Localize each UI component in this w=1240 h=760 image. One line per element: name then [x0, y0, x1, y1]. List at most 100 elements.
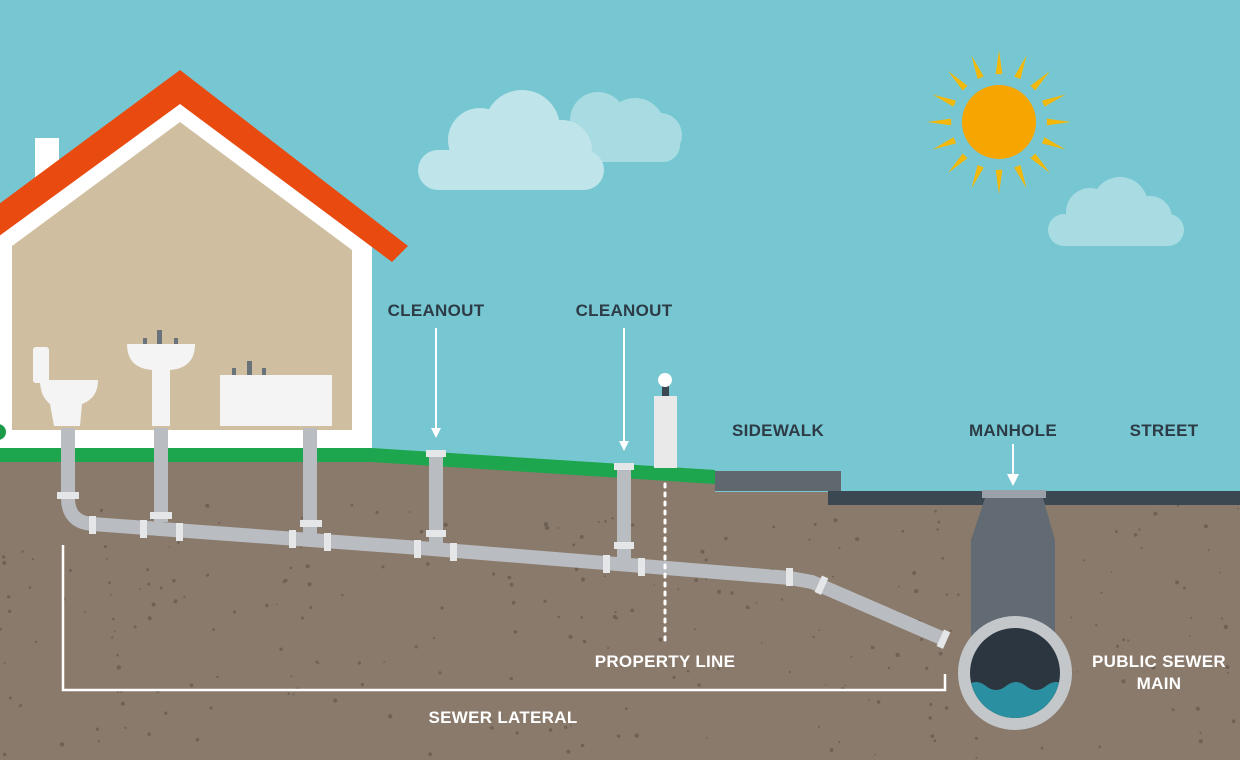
soil-speck — [813, 523, 817, 526]
soil-speck — [1221, 617, 1224, 620]
soil-speck — [580, 743, 585, 748]
soil-speck — [631, 523, 635, 527]
sun-ray — [1030, 153, 1050, 173]
soil-speck — [116, 654, 119, 657]
soil-speck — [120, 701, 125, 706]
soil-speck — [1231, 719, 1236, 724]
soil-speck — [597, 520, 600, 523]
soil-speck — [895, 652, 900, 658]
soil-speck — [1040, 746, 1044, 750]
soil-speck — [357, 661, 361, 665]
sun-ray — [927, 118, 952, 126]
soil-speck — [172, 579, 176, 583]
soil-speck — [1098, 745, 1101, 748]
soil-speck — [582, 639, 587, 644]
property-line-label: PROPERTY LINE — [595, 652, 736, 671]
soil-speck — [817, 725, 820, 728]
soil-speck — [279, 647, 283, 651]
grass-strip — [0, 448, 715, 484]
soil-speck — [580, 616, 584, 619]
soil-speck — [1189, 635, 1191, 637]
soil-speck — [147, 732, 151, 736]
soil-speck — [59, 742, 65, 747]
soil-speck — [579, 535, 584, 539]
soil-speck — [1110, 571, 1113, 574]
soil-speck — [730, 591, 734, 595]
soil-speck — [925, 666, 929, 670]
soil-speck — [580, 577, 586, 582]
soil-speck — [84, 610, 87, 613]
soil-speck — [933, 739, 937, 743]
manhole-label: MANHOLE — [969, 421, 1057, 440]
soil-speck — [108, 581, 111, 585]
soil-speck — [173, 599, 178, 604]
soil-speck — [509, 582, 514, 587]
soil-speck — [1223, 624, 1229, 630]
cleanout-1-arrowhead — [431, 428, 441, 438]
sidewalk-slab — [715, 471, 841, 491]
soil-speck — [515, 731, 519, 735]
soil-speck — [375, 510, 379, 515]
soil-speck — [307, 582, 312, 587]
soil-speck — [68, 569, 72, 572]
cloud-icon — [1048, 177, 1184, 246]
soil-speck — [1140, 546, 1143, 549]
soil-speck — [216, 675, 219, 679]
soil-speck — [206, 573, 210, 577]
soil-speck — [419, 529, 424, 534]
soil-speck — [1190, 616, 1193, 619]
soil-speck — [414, 645, 418, 649]
soil-speck — [114, 630, 116, 632]
soil-speck — [1082, 559, 1085, 562]
soil-speck — [490, 718, 493, 721]
soil-speck — [218, 522, 221, 524]
soil-speck — [607, 647, 610, 649]
soil-speck — [138, 587, 141, 590]
soil-speck — [21, 550, 24, 553]
sun-ray — [1014, 55, 1027, 80]
public-sewer-main-label-line2: MAIN — [1137, 674, 1182, 693]
soil-speck — [572, 543, 576, 547]
soil-speck — [19, 704, 23, 707]
soil-speck — [717, 589, 721, 594]
sun-ray — [948, 153, 968, 173]
soil-speck — [499, 713, 502, 717]
soil-speck — [570, 724, 572, 727]
soil-speck — [974, 736, 978, 740]
soil-speck — [509, 676, 513, 681]
soil-speck — [614, 610, 617, 614]
lamp-post-icon — [654, 373, 677, 468]
soil-speck — [957, 593, 960, 596]
soil-speck — [146, 568, 150, 572]
soil-speck — [634, 733, 639, 738]
soil-speck — [31, 558, 34, 561]
soil-speck — [95, 727, 99, 731]
soil-speck — [604, 520, 607, 523]
soil-speck — [1203, 524, 1208, 529]
sidewalk-label: SIDEWALK — [732, 421, 825, 440]
soil-speck — [874, 753, 876, 756]
soil-speck — [1199, 731, 1202, 734]
soil-speck — [34, 640, 38, 644]
soil-speck — [945, 593, 949, 596]
soil-speck — [620, 665, 623, 668]
soil-speck — [1237, 507, 1239, 510]
soil-speck — [760, 641, 763, 644]
soil-speck — [1191, 659, 1194, 662]
soil-speck — [301, 616, 304, 620]
garden-shrub — [0, 424, 6, 440]
soil-speck — [677, 588, 680, 591]
soil-speck — [159, 586, 163, 590]
soil-speck — [99, 508, 103, 512]
manhole-arrowhead — [1007, 474, 1019, 486]
sun-ray — [995, 169, 1003, 194]
soil-speck — [829, 748, 834, 752]
soil-speck — [949, 629, 953, 632]
soil-speck — [705, 578, 708, 581]
soil-speck — [309, 606, 313, 609]
soil-speck — [780, 598, 783, 601]
sun-ray — [932, 137, 957, 150]
soil-speck — [832, 575, 835, 578]
soil-speck — [2, 560, 7, 566]
